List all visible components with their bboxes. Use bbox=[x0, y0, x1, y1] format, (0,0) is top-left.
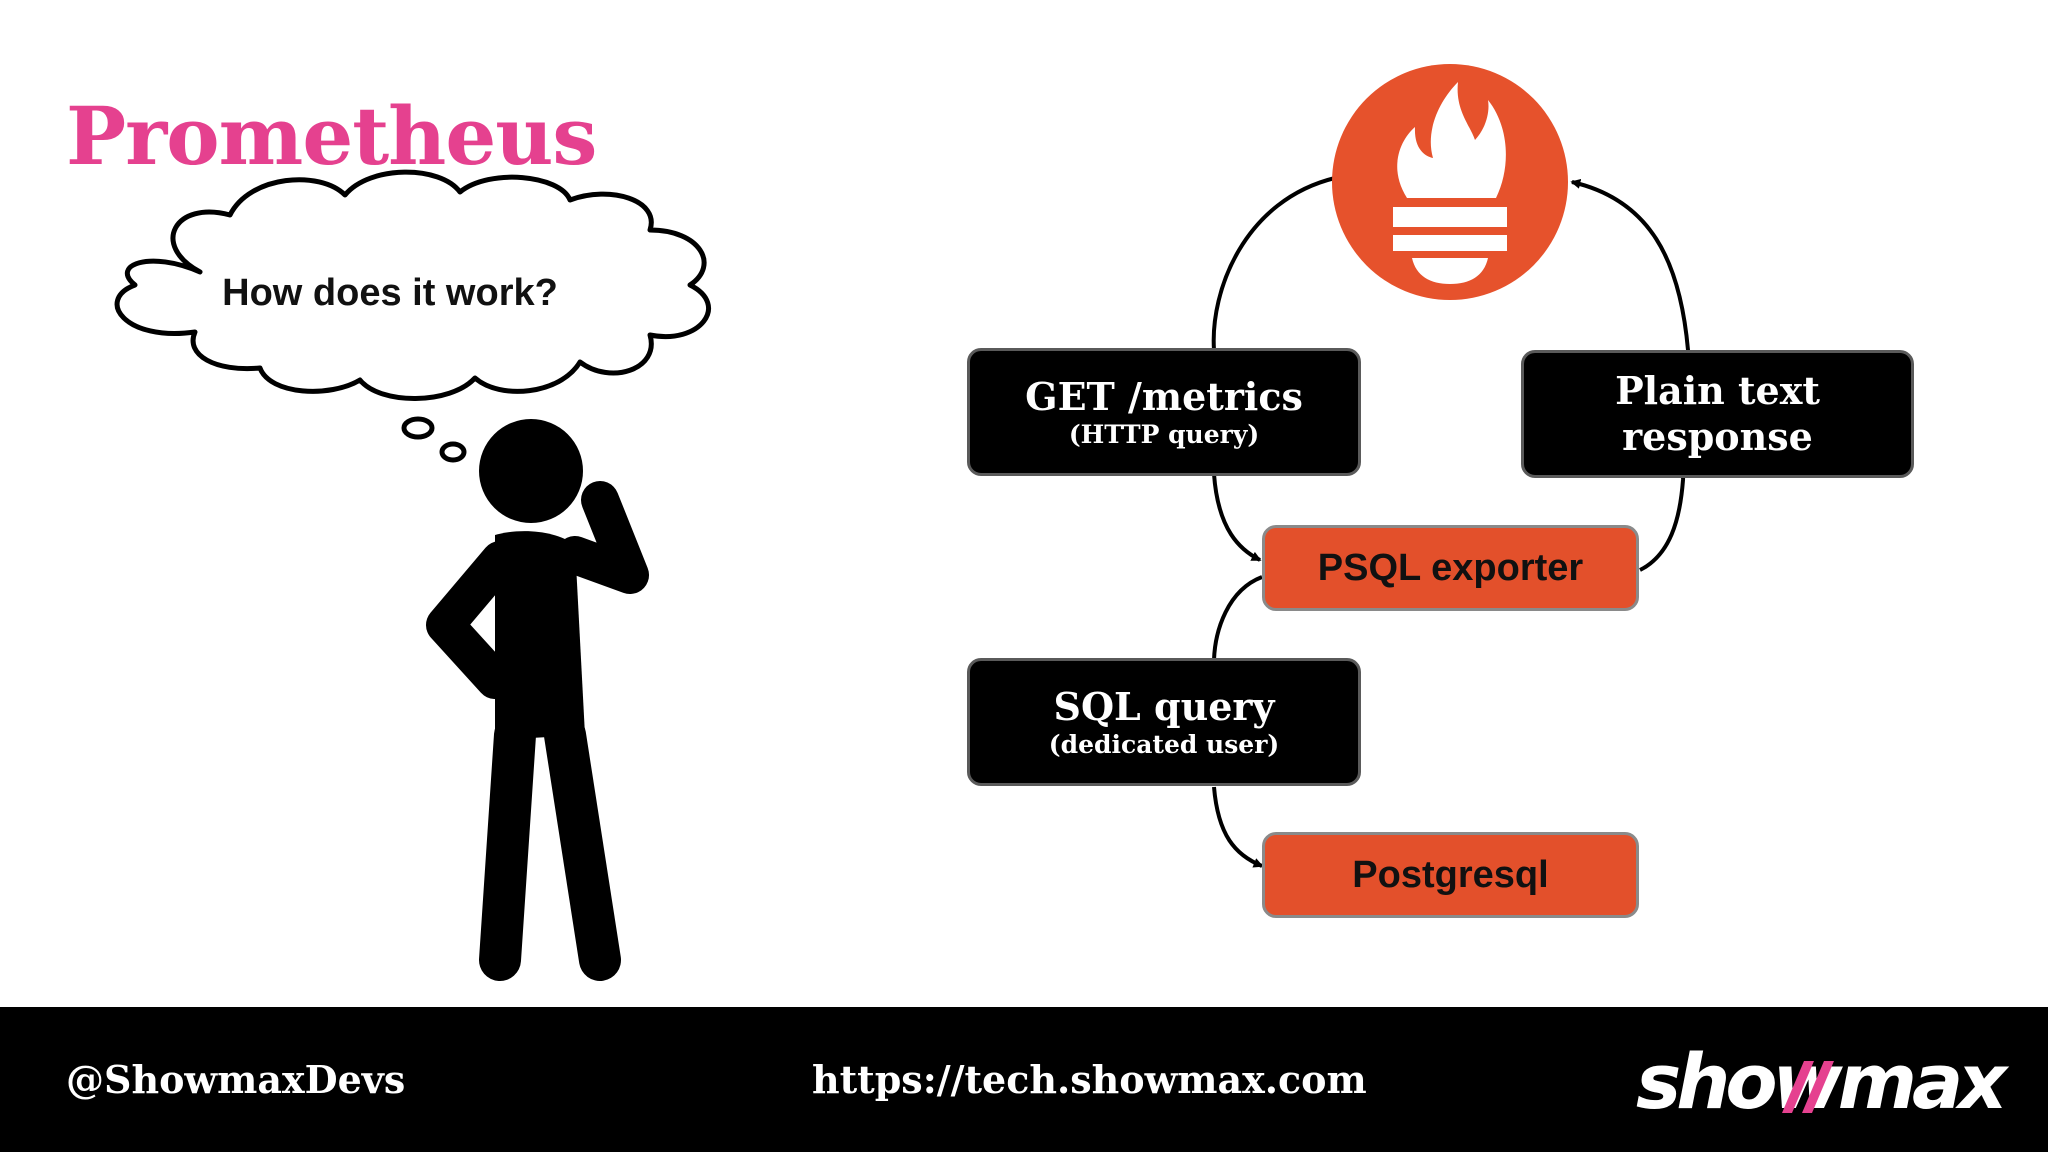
get-metrics-label: GET /metrics bbox=[1025, 374, 1303, 419]
slide-title: Prometheus bbox=[66, 89, 597, 183]
thought-dot-large bbox=[401, 416, 435, 440]
thought-dot-small bbox=[439, 441, 467, 463]
footer-bar: @ShowmaxDevs https://tech.showmax.com sh… bbox=[0, 1007, 2048, 1152]
thought-bubble bbox=[114, 169, 711, 463]
twitter-handle[interactable]: @ShowmaxDevs bbox=[66, 1057, 406, 1102]
showmax-logo-accent-icon bbox=[1782, 1061, 1834, 1113]
footer-url-link[interactable]: https://tech.showmax.com bbox=[812, 1057, 1367, 1102]
psql-exporter-box: PSQL exporter bbox=[1262, 525, 1639, 611]
plain-text-line2: response bbox=[1622, 414, 1813, 459]
postgresql-label: Postgresql bbox=[1352, 853, 1549, 896]
psql-exporter-label: PSQL exporter bbox=[1317, 546, 1584, 589]
line-exporter-to-query bbox=[1212, 575, 1263, 661]
sql-query-label: SQL query bbox=[1053, 684, 1275, 729]
arrow-prometheus-to-exporter bbox=[1211, 176, 1336, 562]
thought-bubble-text: How does it work? bbox=[222, 272, 558, 314]
plain-text-response-box: Plain text response bbox=[1521, 350, 1914, 478]
get-metrics-box: GET /metrics (HTTP query) bbox=[967, 348, 1361, 476]
postgresql-box: Postgresql bbox=[1262, 832, 1639, 918]
thinking-person-icon bbox=[426, 419, 649, 981]
sql-query-box: SQL query (dedicated user) bbox=[967, 658, 1361, 786]
arrow-query-to-postgresql bbox=[1212, 786, 1264, 868]
plain-text-line1: Plain text bbox=[1615, 368, 1820, 413]
prometheus-logo-icon bbox=[1332, 64, 1568, 300]
arrow-exporter-to-prometheus bbox=[1570, 179, 1691, 572]
diagram-connectors bbox=[1211, 176, 1691, 868]
get-metrics-sublabel: (HTTP query) bbox=[1068, 420, 1260, 449]
sql-query-sublabel: (dedicated user) bbox=[1048, 730, 1280, 759]
